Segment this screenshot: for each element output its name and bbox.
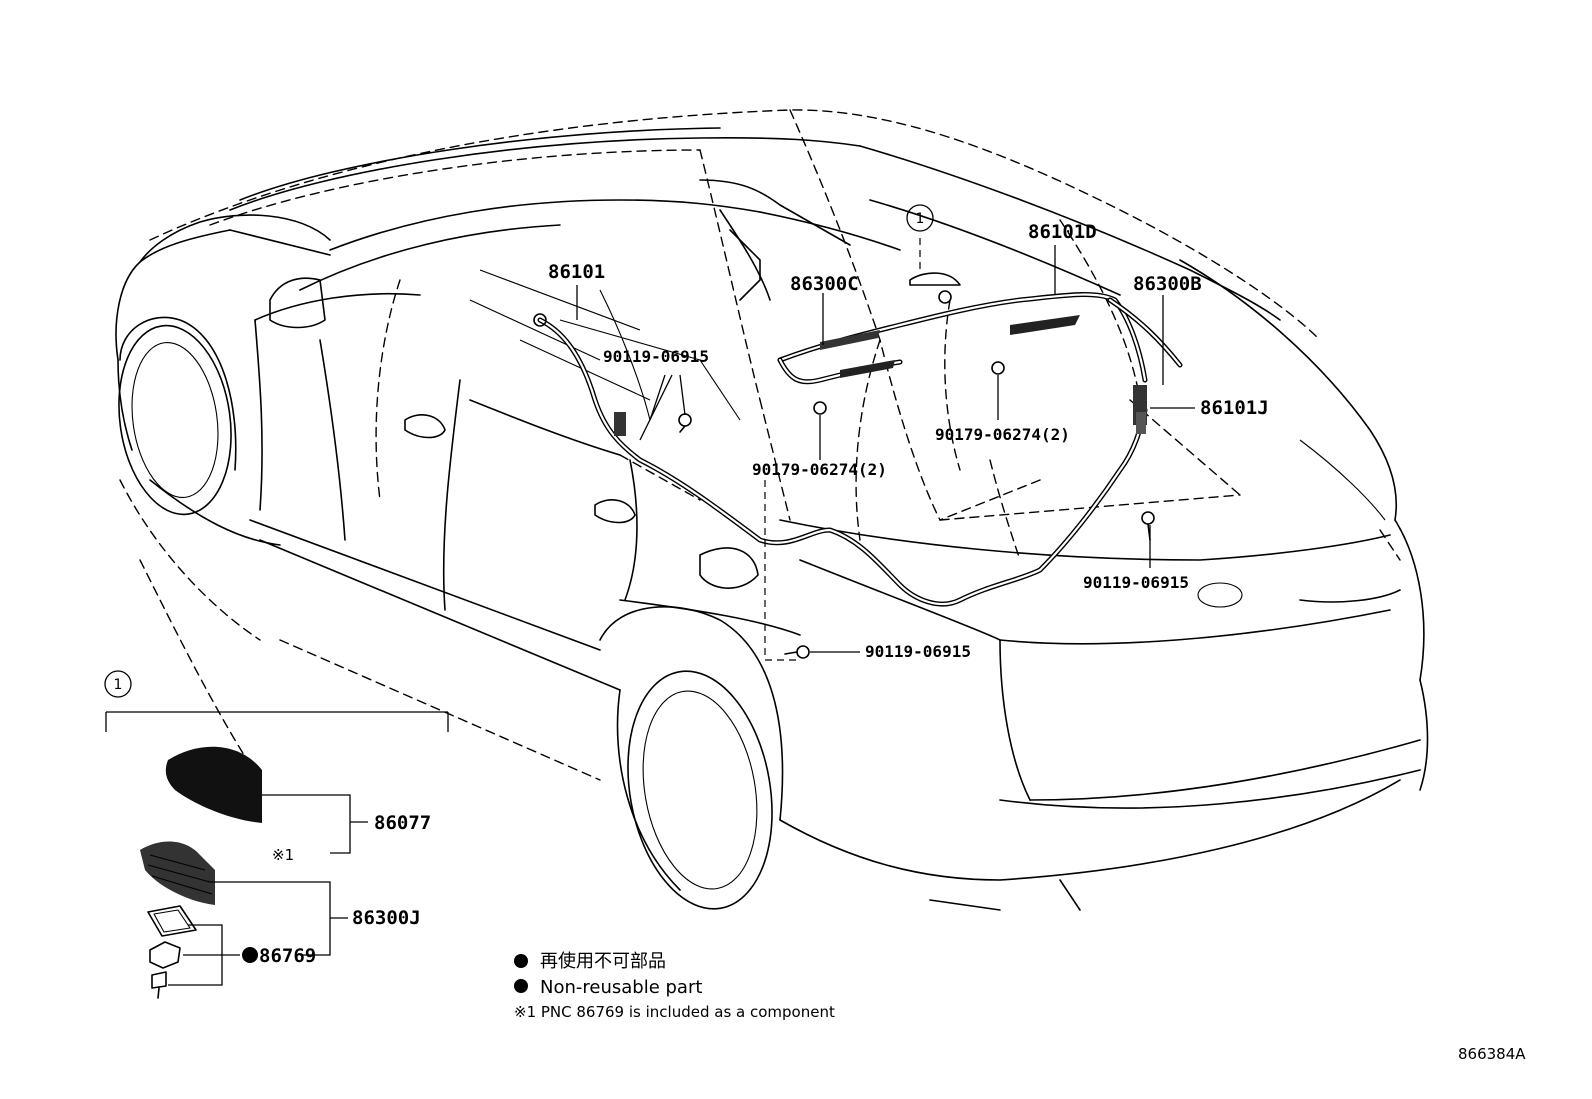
part-label-86101D: 86101D <box>1028 221 1097 243</box>
part-label-90119-06915-a: 90119-06915 <box>603 347 709 366</box>
non-reusable-dot-icon <box>514 954 528 968</box>
callout-1-inset: 1 <box>104 670 132 698</box>
clip-icon <box>991 361 1005 375</box>
part-label-86769: 86769 <box>259 945 316 967</box>
part-label-86300C: 86300C <box>790 273 859 295</box>
clip-icon <box>813 401 827 415</box>
diagram-id: 866384A <box>1458 1045 1526 1063</box>
part-label-90119-06915-c: 90119-06915 <box>865 642 971 661</box>
legend-en: Non-reusable part <box>540 977 702 998</box>
clips-and-bolts <box>678 361 1155 659</box>
bolt-icon <box>1141 511 1155 525</box>
clip-icon <box>678 413 692 427</box>
bolt-icon <box>151 971 167 989</box>
callout-1-top: 1 <box>906 204 934 232</box>
leader-lines <box>576 238 1195 661</box>
hidden-lines <box>119 109 1401 781</box>
part-label-90179-06274-b: 90179-06274(2) <box>935 425 1070 444</box>
part-label-90119-06915-b: 90119-06915 <box>1083 573 1189 592</box>
antenna-cover-icon <box>165 746 262 823</box>
svg-text:1: 1 <box>916 211 925 227</box>
part-label-86101J: 86101J <box>1200 397 1269 419</box>
bolt-icon <box>796 645 810 659</box>
part-label-86101: 86101 <box>548 261 605 283</box>
part-label-90179-06274-a: 90179-06274(2) <box>752 460 887 479</box>
gasket-icon <box>147 905 197 937</box>
legend: 再使用不可部品 Non-reusable part ※1 PNC 86769 i… <box>514 951 835 1021</box>
non-reusable-dot-icon <box>242 947 258 963</box>
legend-footnote: ※1 PNC 86769 is included as a component <box>514 1003 835 1021</box>
part-label-86077: 86077 <box>374 812 431 834</box>
svg-text:1: 1 <box>114 677 123 693</box>
part-label-86300J: 86300J <box>352 907 421 929</box>
inset-shark-fin-antenna <box>105 711 449 999</box>
nut-icon <box>149 941 181 969</box>
reference-mark: ※1 <box>272 846 294 864</box>
non-reusable-dot-icon <box>514 979 528 993</box>
legend-jp: 再使用不可部品 <box>540 951 666 972</box>
car-body-outline <box>115 127 1429 911</box>
antenna-elements <box>533 272 1147 436</box>
part-label-86300B: 86300B <box>1133 273 1202 295</box>
